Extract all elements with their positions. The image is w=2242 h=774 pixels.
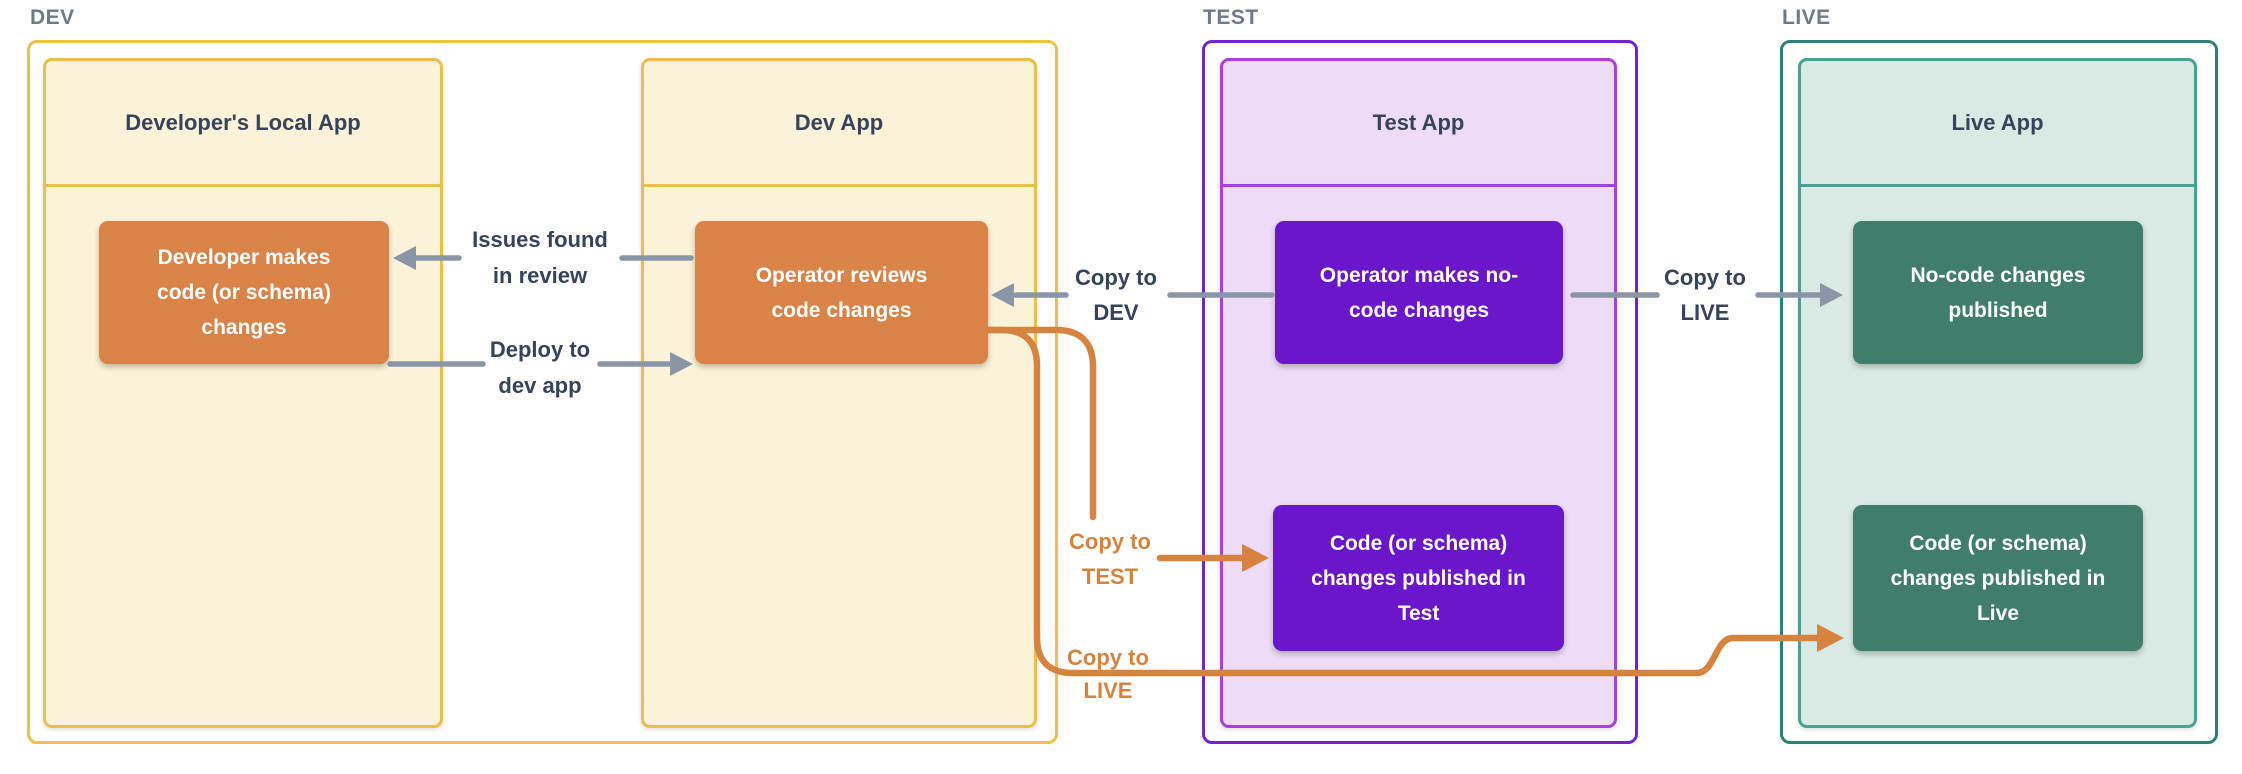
action-operator-no-code-changes: Operator makes no-code changes	[1275, 221, 1563, 364]
issues-found-arrow	[393, 246, 694, 270]
copy-to-live-orange-label: Copy to LIVE	[1054, 641, 1162, 707]
copy-to-live-label: Copy to LIVE	[1651, 260, 1759, 330]
copy-to-dev-label-line1: Copy to	[1075, 265, 1157, 290]
issues-found-label-line1: Issues found	[472, 227, 608, 252]
deploy-to-dev-label-line2: dev app	[498, 373, 582, 398]
copy-to-live-gray-arrow	[1570, 283, 1843, 307]
copy-to-live-orange-label-line2: LIVE	[1083, 678, 1133, 703]
deploy-to-dev-label-line1: Deploy to	[489, 337, 591, 362]
action-operator-reviews-changes: Operator reviews code changes	[695, 221, 988, 364]
test-app-header: Test App	[1223, 61, 1614, 187]
copy-to-dev-arrow	[991, 283, 1275, 307]
section-label-dev: DEV	[30, 6, 75, 29]
dev-app-header: Dev App	[644, 61, 1034, 187]
action-operator-no-code-changes-text: Operator makes no-code changes	[1319, 263, 1519, 322]
issues-found-label-line2: in review	[492, 263, 588, 288]
section-label-live: LIVE	[1782, 6, 1831, 29]
action-code-published-test: Code (or schema) changes published in Te…	[1273, 505, 1564, 651]
action-developer-makes-changes: Developer makes code (or schema) changes	[99, 221, 389, 364]
live-app-header: Live App	[1801, 61, 2194, 187]
live-app-title: Live App	[1951, 109, 2044, 135]
copy-to-test-orange-label-line1: Copy to	[1069, 529, 1151, 554]
copy-to-live-orange-label-line1: Copy to	[1067, 645, 1149, 670]
copy-to-dev-label-line2: DEV	[1093, 300, 1139, 325]
action-no-code-published: No-code changes published	[1853, 221, 2143, 364]
copy-to-test-orange-label-line2: TEST	[1081, 564, 1139, 589]
local-app-header: Developer's Local App	[46, 61, 440, 187]
action-code-published-test-text: Code (or schema) changes published in Te…	[1311, 531, 1526, 625]
copy-to-live-label-line2: LIVE	[1680, 300, 1730, 325]
action-operator-reviews-changes-text: Operator reviews code changes	[755, 263, 928, 322]
copy-to-live-label-line1: Copy to	[1664, 265, 1746, 290]
test-app-title: Test App	[1372, 109, 1465, 135]
copy-to-test-orange-path	[984, 326, 1269, 572]
copy-to-dev-label: Copy to DEV	[1062, 260, 1170, 330]
copy-to-live-orange-path	[984, 326, 1844, 677]
section-label-test: TEST	[1203, 6, 1259, 29]
dev-app-box: Dev App	[641, 58, 1037, 728]
action-developer-makes-changes-text: Developer makes code (or schema) changes	[157, 246, 331, 339]
local-app-title: Developer's Local App	[125, 109, 361, 135]
deploy-to-dev-arrow	[387, 352, 693, 376]
dev-app-title: Dev App	[794, 109, 884, 135]
copy-to-test-orange-label: Copy to TEST	[1056, 524, 1164, 594]
action-code-published-live: Code (or schema) changes published in Li…	[1853, 505, 2143, 651]
local-app-box: Developer's Local App	[43, 58, 443, 728]
action-no-code-published-text: No-code changes published	[1910, 263, 2086, 322]
deploy-to-dev-label: Deploy to dev app	[440, 332, 640, 404]
issues-found-label: Issues found in review	[440, 222, 640, 294]
action-code-published-live-text: Code (or schema) changes published in Li…	[1890, 531, 2106, 625]
